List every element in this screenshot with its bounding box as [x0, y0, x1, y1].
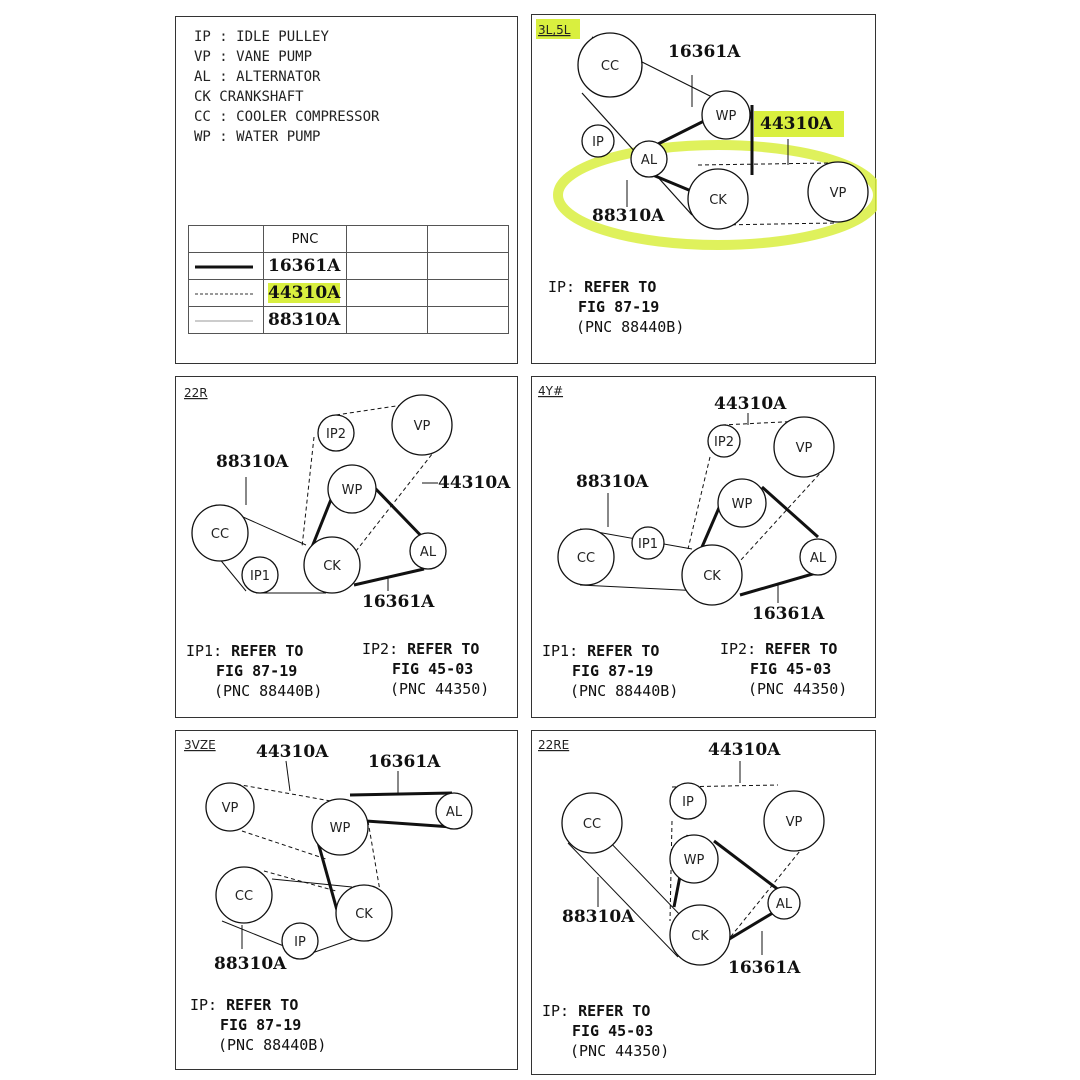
belt-highlight — [553, 140, 877, 250]
pulley-ip2: IP2 — [714, 435, 734, 450]
pulley-ip: IP — [592, 135, 604, 150]
line-sample-dashed — [188, 279, 264, 307]
diagram-22r: IP2 VP WP CC IP1 CK AL 22R 88310A 44310A… — [175, 376, 518, 718]
pulley-cc: CC — [235, 889, 253, 904]
refer-note-ip1: IP1: REFER TO FIG 87-19 (PNC 88440B) — [542, 642, 679, 700]
legend-item: AL : ALTERNATOR — [194, 69, 321, 85]
legend-item: IP : IDLE PULLEY — [194, 29, 329, 45]
belt-label-16361a: 16361A — [368, 752, 441, 772]
abbreviation-legend: IP : IDLE PULLEY VP : VANE PUMP AL : ALT… — [194, 27, 379, 147]
belt-label-88310a: 88310A — [576, 472, 649, 492]
tag-highlight — [536, 19, 580, 39]
pulley-wp: WP — [732, 497, 753, 512]
legend-item: CC : COOLER COMPRESSOR — [194, 109, 380, 125]
diagram-22re: CC IP VP WP AL CK 22RE 44310A 88310A 163… — [531, 730, 876, 1075]
belt-label-16361a: 16361A — [362, 592, 435, 612]
engine-tag: 3L,5L — [538, 23, 571, 37]
belt-label-16361a: 16361A — [668, 42, 741, 62]
pulley-ip: IP — [294, 935, 306, 950]
belt-label-88310a: 88310A — [216, 452, 289, 472]
diagram-4y: IP2 VP WP CC IP1 CK AL 4Y# 44310A 88310A… — [531, 376, 876, 718]
pulley-al: AL — [641, 153, 658, 168]
pulley-wp: WP — [330, 821, 351, 836]
refer-note-ip: IP: REFER TO FIG 87-19 (PNC 88440B) — [548, 278, 685, 336]
pnc-table: PNC 16361A 44310A 88310A — [188, 225, 509, 334]
belt-label-44310a: 44310A — [438, 473, 511, 493]
pnc-44310a: 44310A — [263, 279, 347, 307]
engine-tag: 4Y# — [538, 384, 563, 398]
legend-item: CK CRANKSHAFT — [194, 89, 304, 105]
refer-note-ip2: IP2: REFER TO FIG 45-03 (PNC 44350) — [362, 640, 490, 698]
pulley-ck: CK — [691, 929, 709, 944]
pulley-al: AL — [810, 551, 827, 566]
pulley-cc: CC — [577, 551, 595, 566]
pulley-ck: CK — [323, 559, 341, 574]
pulley-vp: VP — [786, 815, 803, 830]
refer-note-ip: IP: REFER TO FIG 45-03 (PNC 44350) — [542, 1002, 670, 1060]
pulley-ck: CK — [709, 193, 727, 208]
pulley-ck: CK — [355, 907, 373, 922]
belt-label-44310a: 44310A — [760, 114, 833, 134]
legend-item: VP : VANE PUMP — [194, 49, 313, 65]
belt-label-44310a: 44310A — [256, 742, 329, 762]
belt-label-44310a: 44310A — [708, 740, 781, 760]
diagram-3vze: VP WP AL CC CK IP 3VZE 44310A 16361A 883… — [175, 730, 518, 1070]
pulley-al: AL — [776, 897, 793, 912]
pulley-vp: VP — [222, 801, 239, 816]
pulley-cc: CC — [583, 817, 601, 832]
pulley-wp: WP — [716, 109, 737, 124]
pulley-al: AL — [420, 545, 437, 560]
refer-note-ip: IP: REFER TO FIG 87-19 (PNC 88440B) — [190, 996, 327, 1054]
belt-label-44310a: 44310A — [714, 394, 787, 414]
belt-label-88310a: 88310A — [592, 206, 665, 226]
diagram-3l5l: CC WP IP AL CK VP 3L,5L 16361A 44310A 88… — [531, 14, 877, 364]
pulley-wp: WP — [342, 483, 363, 498]
pnc-16361a: 16361A — [263, 252, 347, 280]
pulley-ip1: IP1 — [250, 569, 270, 584]
pulley-cc: CC — [601, 59, 619, 74]
pulley-ip2: IP2 — [326, 427, 346, 442]
pulley-cc: CC — [211, 527, 229, 542]
pulley-ck: CK — [703, 569, 721, 584]
pulley-vp: VP — [830, 186, 847, 201]
engine-tag: 3VZE — [184, 738, 216, 752]
pnc-88310a: 88310A — [263, 306, 347, 334]
belt-label-16361a: 16361A — [752, 604, 825, 624]
line-sample-thin — [188, 306, 264, 334]
belt-label-88310a: 88310A — [214, 954, 287, 974]
pulley-ip: IP — [682, 795, 694, 810]
pulley-al: AL — [446, 805, 463, 820]
pulley-vp: VP — [414, 419, 431, 434]
refer-note-ip1: IP1: REFER TO FIG 87-19 (PNC 88440B) — [186, 642, 323, 700]
engine-tag: 22RE — [538, 738, 569, 752]
refer-note-ip2: IP2: REFER TO FIG 45-03 (PNC 44350) — [720, 640, 848, 698]
legend-panel: IP : IDLE PULLEY VP : VANE PUMP AL : ALT… — [175, 16, 518, 364]
pulley-vp: VP — [796, 441, 813, 456]
belt-diagram-22r: IP2 VP WP CC IP1 CK AL 22R 88310A 44310A… — [184, 386, 511, 612]
pulley-wp: WP — [684, 853, 705, 868]
pulley-ip1: IP1 — [638, 537, 658, 552]
belt-label-88310a: 88310A — [562, 907, 635, 927]
belt-diagram-3vze: VP WP AL CC CK IP 3VZE 44310A 16361A 883… — [184, 738, 473, 974]
belt-diagram-4y: IP2 VP WP CC IP1 CK AL 4Y# 44310A 88310A… — [538, 384, 837, 624]
belt-label-16361a: 16361A — [728, 958, 801, 978]
line-sample-solid — [188, 252, 264, 280]
engine-tag: 22R — [184, 386, 208, 400]
pnc-header: PNC — [263, 225, 347, 253]
belt-diagram-22re: CC IP VP WP AL CK 22RE 44310A 88310A 163… — [538, 738, 825, 978]
belt-diagram-3l5l: CC WP IP AL CK VP 3L,5L 16361A 44310A 88… — [536, 19, 877, 250]
legend-item: WP : WATER PUMP — [194, 129, 321, 145]
